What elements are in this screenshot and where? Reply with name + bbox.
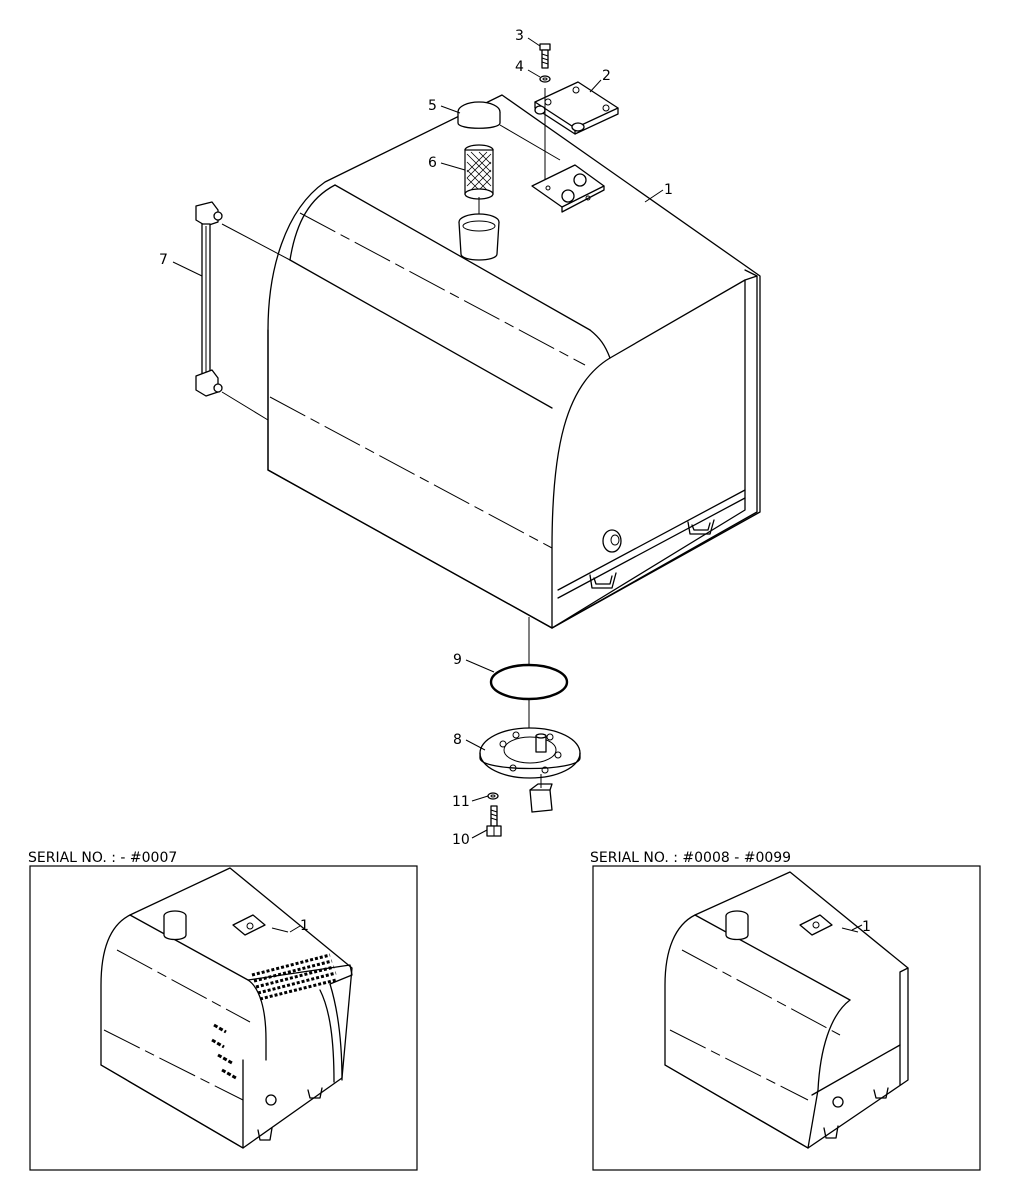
callout-2-label: 2: [602, 68, 611, 84]
callout-3-label: 3: [515, 28, 524, 44]
callout-11: 11: [452, 794, 489, 810]
washer-lower: [487, 792, 499, 800]
callout-9-label: 9: [453, 652, 462, 668]
callout-5: 5: [428, 98, 461, 114]
callout-8: 8: [453, 732, 486, 751]
callout-10: 10: [452, 829, 488, 848]
o-ring: [489, 617, 569, 730]
inset-left-frame: [29, 865, 418, 1171]
strainer: [464, 144, 494, 200]
filler-neck: [458, 197, 500, 261]
bracket-plate: [534, 81, 619, 180]
tank-body: [221, 94, 761, 629]
callout-6-label: 6: [428, 155, 437, 171]
callout-9: 9: [453, 652, 495, 673]
callout-8-label: 8: [453, 732, 462, 748]
inset-left: SERIAL NO. : - #0007 1: [28, 850, 418, 1171]
washer: [539, 75, 551, 83]
callout-1: 1: [644, 182, 673, 203]
callout-1-label: 1: [664, 182, 673, 198]
callout-10-label: 10: [452, 832, 470, 848]
callout-2: 2: [589, 68, 611, 93]
callout-6: 6: [428, 155, 466, 171]
suction-flange: [479, 727, 581, 813]
inset-right-callout: 1: [862, 919, 871, 935]
callout-7-label: 7: [159, 252, 168, 268]
callout-11-label: 11: [452, 794, 470, 810]
inset-right-serial: SERIAL NO. : #0008 - #0099: [590, 850, 791, 866]
inset-left-callout: 1: [300, 918, 309, 934]
inset-right-frame: [592, 865, 981, 1171]
callout-4-label: 4: [515, 59, 524, 75]
callout-7: 7: [159, 252, 203, 277]
inset-right: SERIAL NO. : #0008 - #0099 1: [590, 850, 981, 1171]
callout-3: 3: [515, 28, 541, 47]
inset-left-serial: SERIAL NO. : - #0007: [28, 850, 177, 866]
callout-4: 4: [515, 59, 541, 78]
bolt-lower: [486, 805, 502, 837]
level-gauge: [195, 201, 223, 397]
callout-5-label: 5: [428, 98, 437, 114]
bolt: [539, 43, 551, 69]
